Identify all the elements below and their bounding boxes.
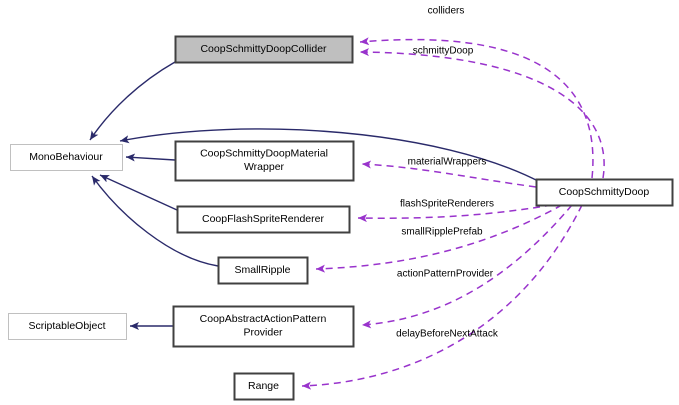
class-node-box — [174, 35, 354, 64]
class-node-scriptableobject[interactable]: ScriptableObject — [7, 312, 128, 341]
class-node-box — [7, 312, 128, 341]
inheritance-edge-wrapper-to-mono — [125, 153, 176, 162]
inheritance-edge-doop-to-mono — [119, 128, 541, 183]
usage-edge-smallRipplePrefab — [315, 204, 563, 273]
inheritance-edges-layer — [89, 61, 541, 330]
usage-edge-actionPatternProvider — [361, 204, 573, 329]
class-node-box — [217, 256, 309, 285]
edge-labels-layer: collidersschmittyDoopmaterialWrappersfla… — [396, 6, 499, 340]
usage-edge-label-materialWrappers: materialWrappers — [408, 157, 487, 168]
class-node-range[interactable]: Range — [233, 372, 295, 401]
class-node-coopschmittydoopcollider[interactable]: CoopSchmittyDoopCollider — [174, 35, 354, 64]
class-node-box — [9, 143, 124, 172]
class-node-box — [233, 372, 295, 401]
class-node-box — [172, 305, 355, 348]
usage-edge-label-colliders: colliders — [428, 6, 465, 17]
usage-edge-flashSpriteRenderers — [357, 204, 553, 223]
inheritance-edge-smallripple-to-mono — [91, 175, 219, 267]
class-node-coopschmittydoop[interactable]: CoopSchmittyDoop — [535, 178, 674, 207]
class-node-box — [535, 178, 674, 207]
inheritance-edge-collider-to-mono — [89, 61, 176, 141]
class-node-smallripple[interactable]: SmallRipple — [217, 256, 309, 285]
usage-edge-materialWrappers — [361, 160, 537, 188]
class-node-monobehaviour[interactable]: MonoBehaviour — [9, 143, 124, 172]
usage-edge-label-smallRipplePrefab: smallRipplePrefab — [401, 227, 483, 238]
usage-edges-layer — [301, 37, 605, 390]
inheritance-edge-flash-to-mono — [99, 174, 178, 211]
usage-edge-delayBeforeNextAttack — [301, 204, 583, 390]
usage-edge-colliders — [359, 37, 594, 179]
usage-edge-label-delayBeforeNextAttack: delayBeforeNextAttack — [396, 329, 499, 340]
usage-edge-schmittyDoop — [359, 48, 605, 179]
class-node-coopflashspriterenderer[interactable]: CoopFlashSpriteRenderer — [176, 205, 351, 234]
usage-edge-label-flashSpriteRenderers: flashSpriteRenderers — [400, 199, 494, 210]
usage-edge-label-actionPatternProvider: actionPatternProvider — [397, 269, 494, 280]
class-node-box — [174, 140, 355, 182]
class-node-box — [176, 205, 351, 234]
